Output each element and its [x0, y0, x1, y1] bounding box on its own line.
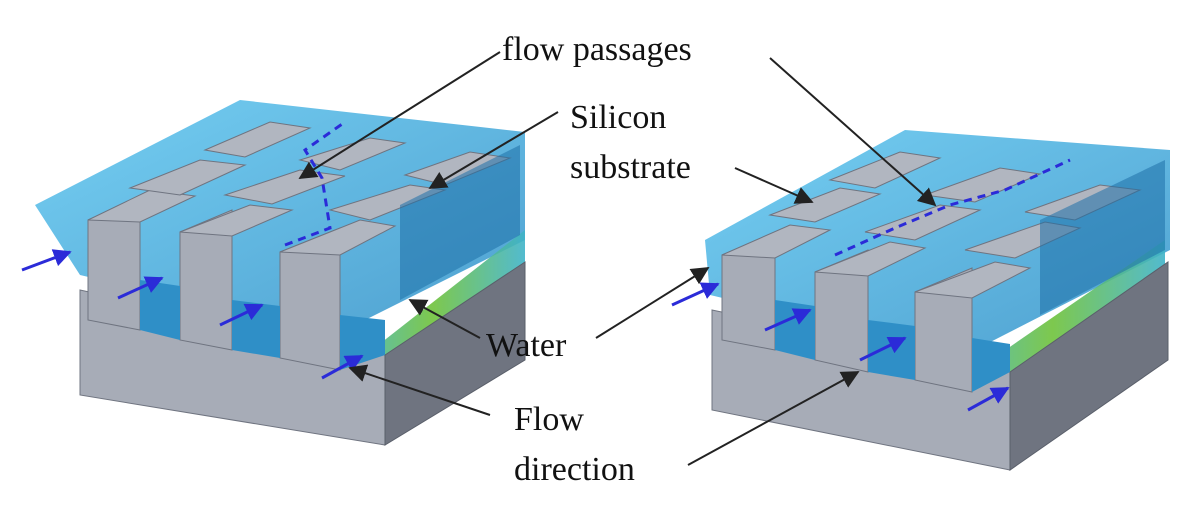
leader-flow-passages-right: [769, 57, 937, 207]
leader-water-left: [408, 299, 481, 339]
leader-silicon-right: [734, 167, 814, 204]
right-inner-water: [1040, 160, 1165, 315]
right-fins: [721, 231, 973, 393]
right-silicon-side: [1009, 261, 1169, 471]
left-silicon-side: [384, 261, 526, 446]
right-flow-arrows: [671, 158, 1071, 412]
leader-flow-passages-left: [298, 51, 501, 179]
left-flow-arrows: [21, 120, 364, 380]
left-heat-sink-model: [21, 100, 526, 446]
left-inner-water: [400, 145, 520, 300]
label-flow-line2: direction: [514, 451, 635, 488]
leader-water-right: [595, 267, 710, 339]
label-flow-line1: Flow: [514, 401, 584, 438]
leader-flow-direction-right: [687, 371, 860, 466]
label-silicon-line2: substrate: [570, 149, 691, 186]
leader-flow-direction-left: [348, 364, 491, 416]
right-heat-sink-model: [671, 130, 1170, 471]
label-flow-passages: flow passages: [502, 31, 692, 68]
label-water: Water: [486, 327, 567, 364]
leader-silicon-left: [428, 111, 559, 189]
label-silicon-line1: Silicon: [570, 99, 666, 136]
leader-lines: [298, 51, 937, 466]
left-fins: [87, 197, 341, 371]
